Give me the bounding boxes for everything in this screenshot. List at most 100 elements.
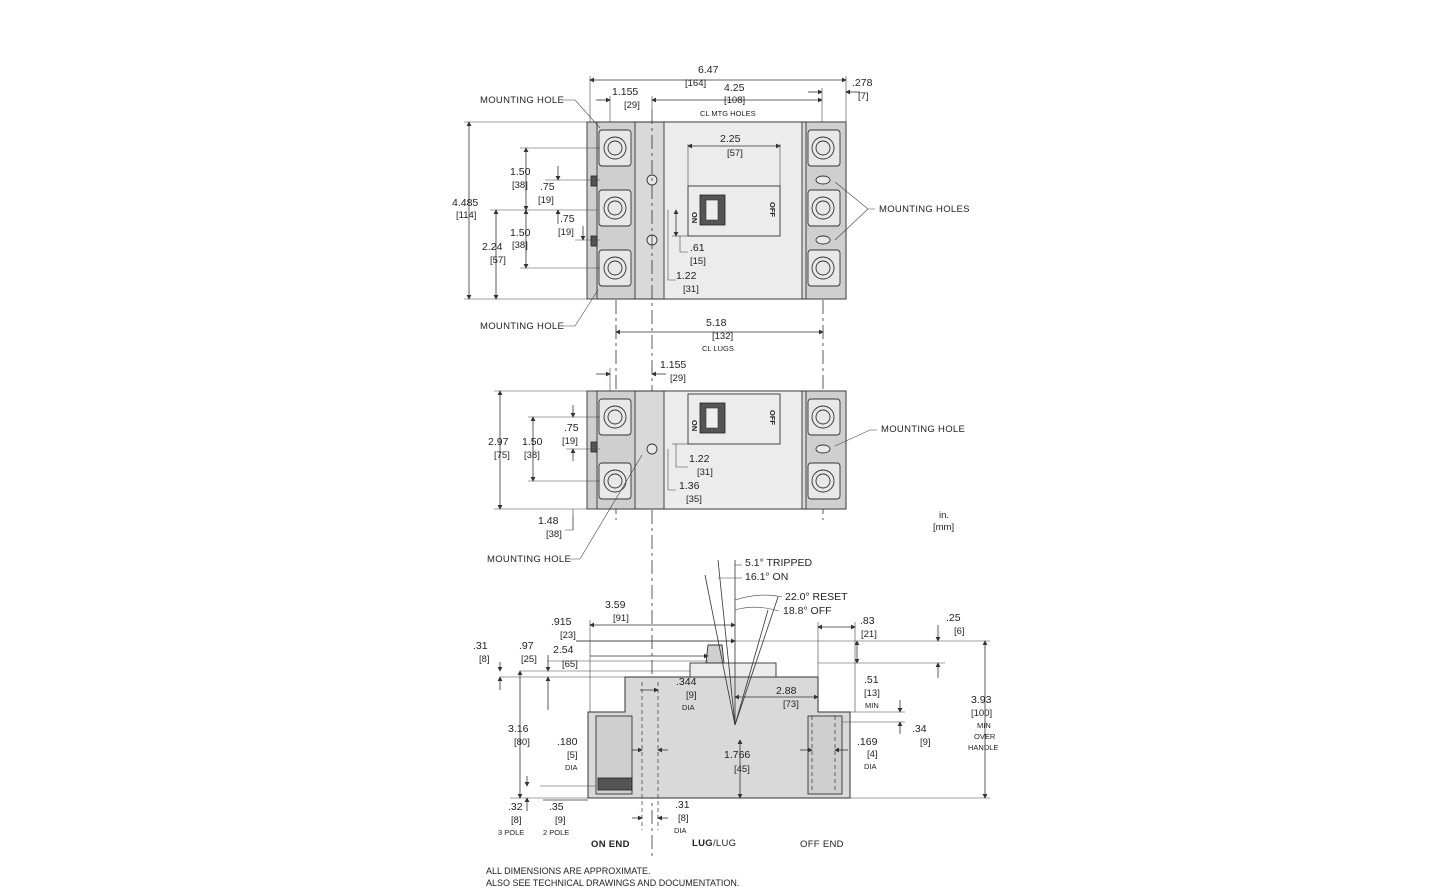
- dim-1155-mid: 1.155: [660, 359, 686, 371]
- ray-reset: [734, 596, 779, 726]
- dim-075-mid: .75: [564, 422, 579, 434]
- dim-32-mm: [8]: [511, 815, 522, 826]
- dim-225-mm: [57]: [727, 148, 743, 159]
- dim-1155-top-mm: [29]: [624, 100, 640, 111]
- dim-425: 4.25: [724, 82, 745, 94]
- dim-061: .61: [690, 242, 705, 254]
- mid-right-lug-screws: [807, 398, 841, 500]
- dim-224: 2.24: [482, 241, 503, 253]
- dim-97-mm: [25]: [521, 654, 537, 665]
- units-in: in.: [939, 510, 949, 521]
- dim-35-note: 2 POLE: [543, 828, 569, 837]
- side-handle: [705, 644, 725, 664]
- dim-393-note3: HANDLE: [968, 743, 998, 752]
- dim-518-mm: [132]: [712, 331, 733, 342]
- label-mounting-hole-mid-left: MOUNTING HOLE: [487, 554, 571, 565]
- dim-359: 3.59: [605, 599, 626, 611]
- dim-344-note: DIA: [682, 703, 695, 712]
- dim-31b-mm: [8]: [678, 813, 689, 824]
- dim-31b: .31: [675, 799, 690, 811]
- dim-225: 2.25: [720, 133, 741, 145]
- dim-169: .169: [857, 736, 878, 748]
- dim-136-mm: [35]: [686, 494, 702, 505]
- dim-31: .31: [473, 640, 488, 652]
- dim-25-mm: [6]: [954, 626, 965, 637]
- dim-075b-mm: [19]: [558, 227, 574, 238]
- svg-text:OFF: OFF: [768, 410, 777, 425]
- side-handle-base: [689, 662, 777, 678]
- label-mounting-hole-top: MOUNTING HOLE: [480, 95, 564, 106]
- dim-34-mm: [9]: [920, 737, 931, 748]
- dim-97: .97: [519, 640, 534, 652]
- label-mounting-holes: MOUNTING HOLES: [879, 204, 970, 215]
- dim-150b-mm: [38]: [512, 240, 528, 251]
- label-mounting-hole-bottom: MOUNTING HOLE: [480, 321, 564, 332]
- dim-32: .32: [508, 801, 523, 813]
- dim-122-mid-mm: [31]: [697, 467, 713, 478]
- dim-359-mm: [91]: [613, 613, 629, 624]
- dim-1766-mm: [45]: [734, 764, 750, 775]
- dim-1155-top: 1.155: [612, 86, 638, 98]
- dim-34: .34: [912, 723, 927, 735]
- ray-tripped: [717, 559, 736, 726]
- dim-075b: .75: [560, 213, 575, 225]
- ray-on: [704, 574, 736, 726]
- top-right-lug-screws: [807, 129, 841, 287]
- footer-line-1: ALL DIMENSIONS ARE APPROXIMATE.: [486, 866, 651, 876]
- dim-393: 3.93: [971, 694, 992, 706]
- dim-25: .25: [946, 612, 961, 624]
- dim-150b: 1.50: [510, 227, 531, 239]
- side-view: 5.1° TRIPPED 16.1° ON 22.0° RESET 18.8° …: [473, 557, 998, 850]
- dim-1155-mid-mm: [29]: [670, 373, 686, 384]
- dim-075-mid-mm: [19]: [562, 436, 578, 447]
- dim-316: 3.16: [508, 723, 529, 735]
- dim-148: 1.48: [538, 515, 559, 527]
- dim-297: 2.97: [488, 436, 509, 448]
- dim-915-mm: [23]: [560, 630, 576, 641]
- label-mounting-hole-mid-right: MOUNTING HOLE: [881, 424, 965, 435]
- svg-text:OFF: OFF: [768, 202, 777, 217]
- dim-297-mm: [75]: [494, 450, 510, 461]
- dim-344: .344: [676, 676, 697, 688]
- dim-075a: .75: [540, 181, 555, 193]
- side-right-lug: [807, 715, 843, 795]
- dim-393-note2: OVER: [974, 732, 996, 741]
- top-left-lug-screws: [590, 129, 632, 287]
- dim-overall-width: 6.47: [698, 64, 719, 76]
- dim-344-mm: [9]: [686, 690, 697, 701]
- dim-51-mm: [13]: [864, 688, 880, 699]
- dim-51-note: MIN: [865, 701, 879, 710]
- angle-off: 18.8° OFF: [783, 605, 832, 617]
- label-lug-lug: LUG/LUG: [692, 838, 736, 849]
- dim-288-mm: [73]: [783, 699, 799, 710]
- label-on-end: ON END: [591, 839, 630, 850]
- dim-height-mm: [114]: [456, 210, 476, 221]
- dim-169-note: DIA: [864, 762, 877, 771]
- dim-254: 2.54: [553, 644, 574, 656]
- dim-1766: 1.766: [724, 749, 750, 761]
- dim-061-mm: [15]: [690, 256, 706, 267]
- dim-425-mm: [108]: [724, 95, 745, 106]
- dim-278-mm: [7]: [858, 91, 869, 102]
- dim-288: 2.88: [776, 685, 797, 697]
- dim-32-note: 3 POLE: [498, 828, 524, 837]
- dim-150-mid: 1.50: [522, 436, 543, 448]
- dim-915: .915: [551, 616, 572, 628]
- dim-180: .180: [557, 736, 578, 748]
- dim-31-mm: [8]: [479, 654, 490, 665]
- dim-height: 4.485: [452, 197, 478, 209]
- dim-overall-width-mm: [164]: [685, 78, 706, 89]
- dim-254-mm: [65]: [562, 659, 578, 670]
- dim-316-mm: [80]: [514, 737, 530, 748]
- angle-reset: 22.0° RESET: [785, 591, 848, 603]
- dim-425-note: CL MTG HOLES: [700, 109, 756, 118]
- svg-text:ON: ON: [690, 420, 699, 431]
- dim-148-mm: [38]: [546, 529, 562, 540]
- dim-150a-mm: [38]: [512, 180, 528, 191]
- dim-278: .278: [852, 77, 873, 89]
- angle-on: 16.1° ON: [745, 571, 788, 583]
- dim-150a: 1.50: [510, 166, 531, 178]
- dim-393-mm: [100]: [971, 708, 992, 719]
- dim-518-note: CL LUGS: [702, 344, 734, 353]
